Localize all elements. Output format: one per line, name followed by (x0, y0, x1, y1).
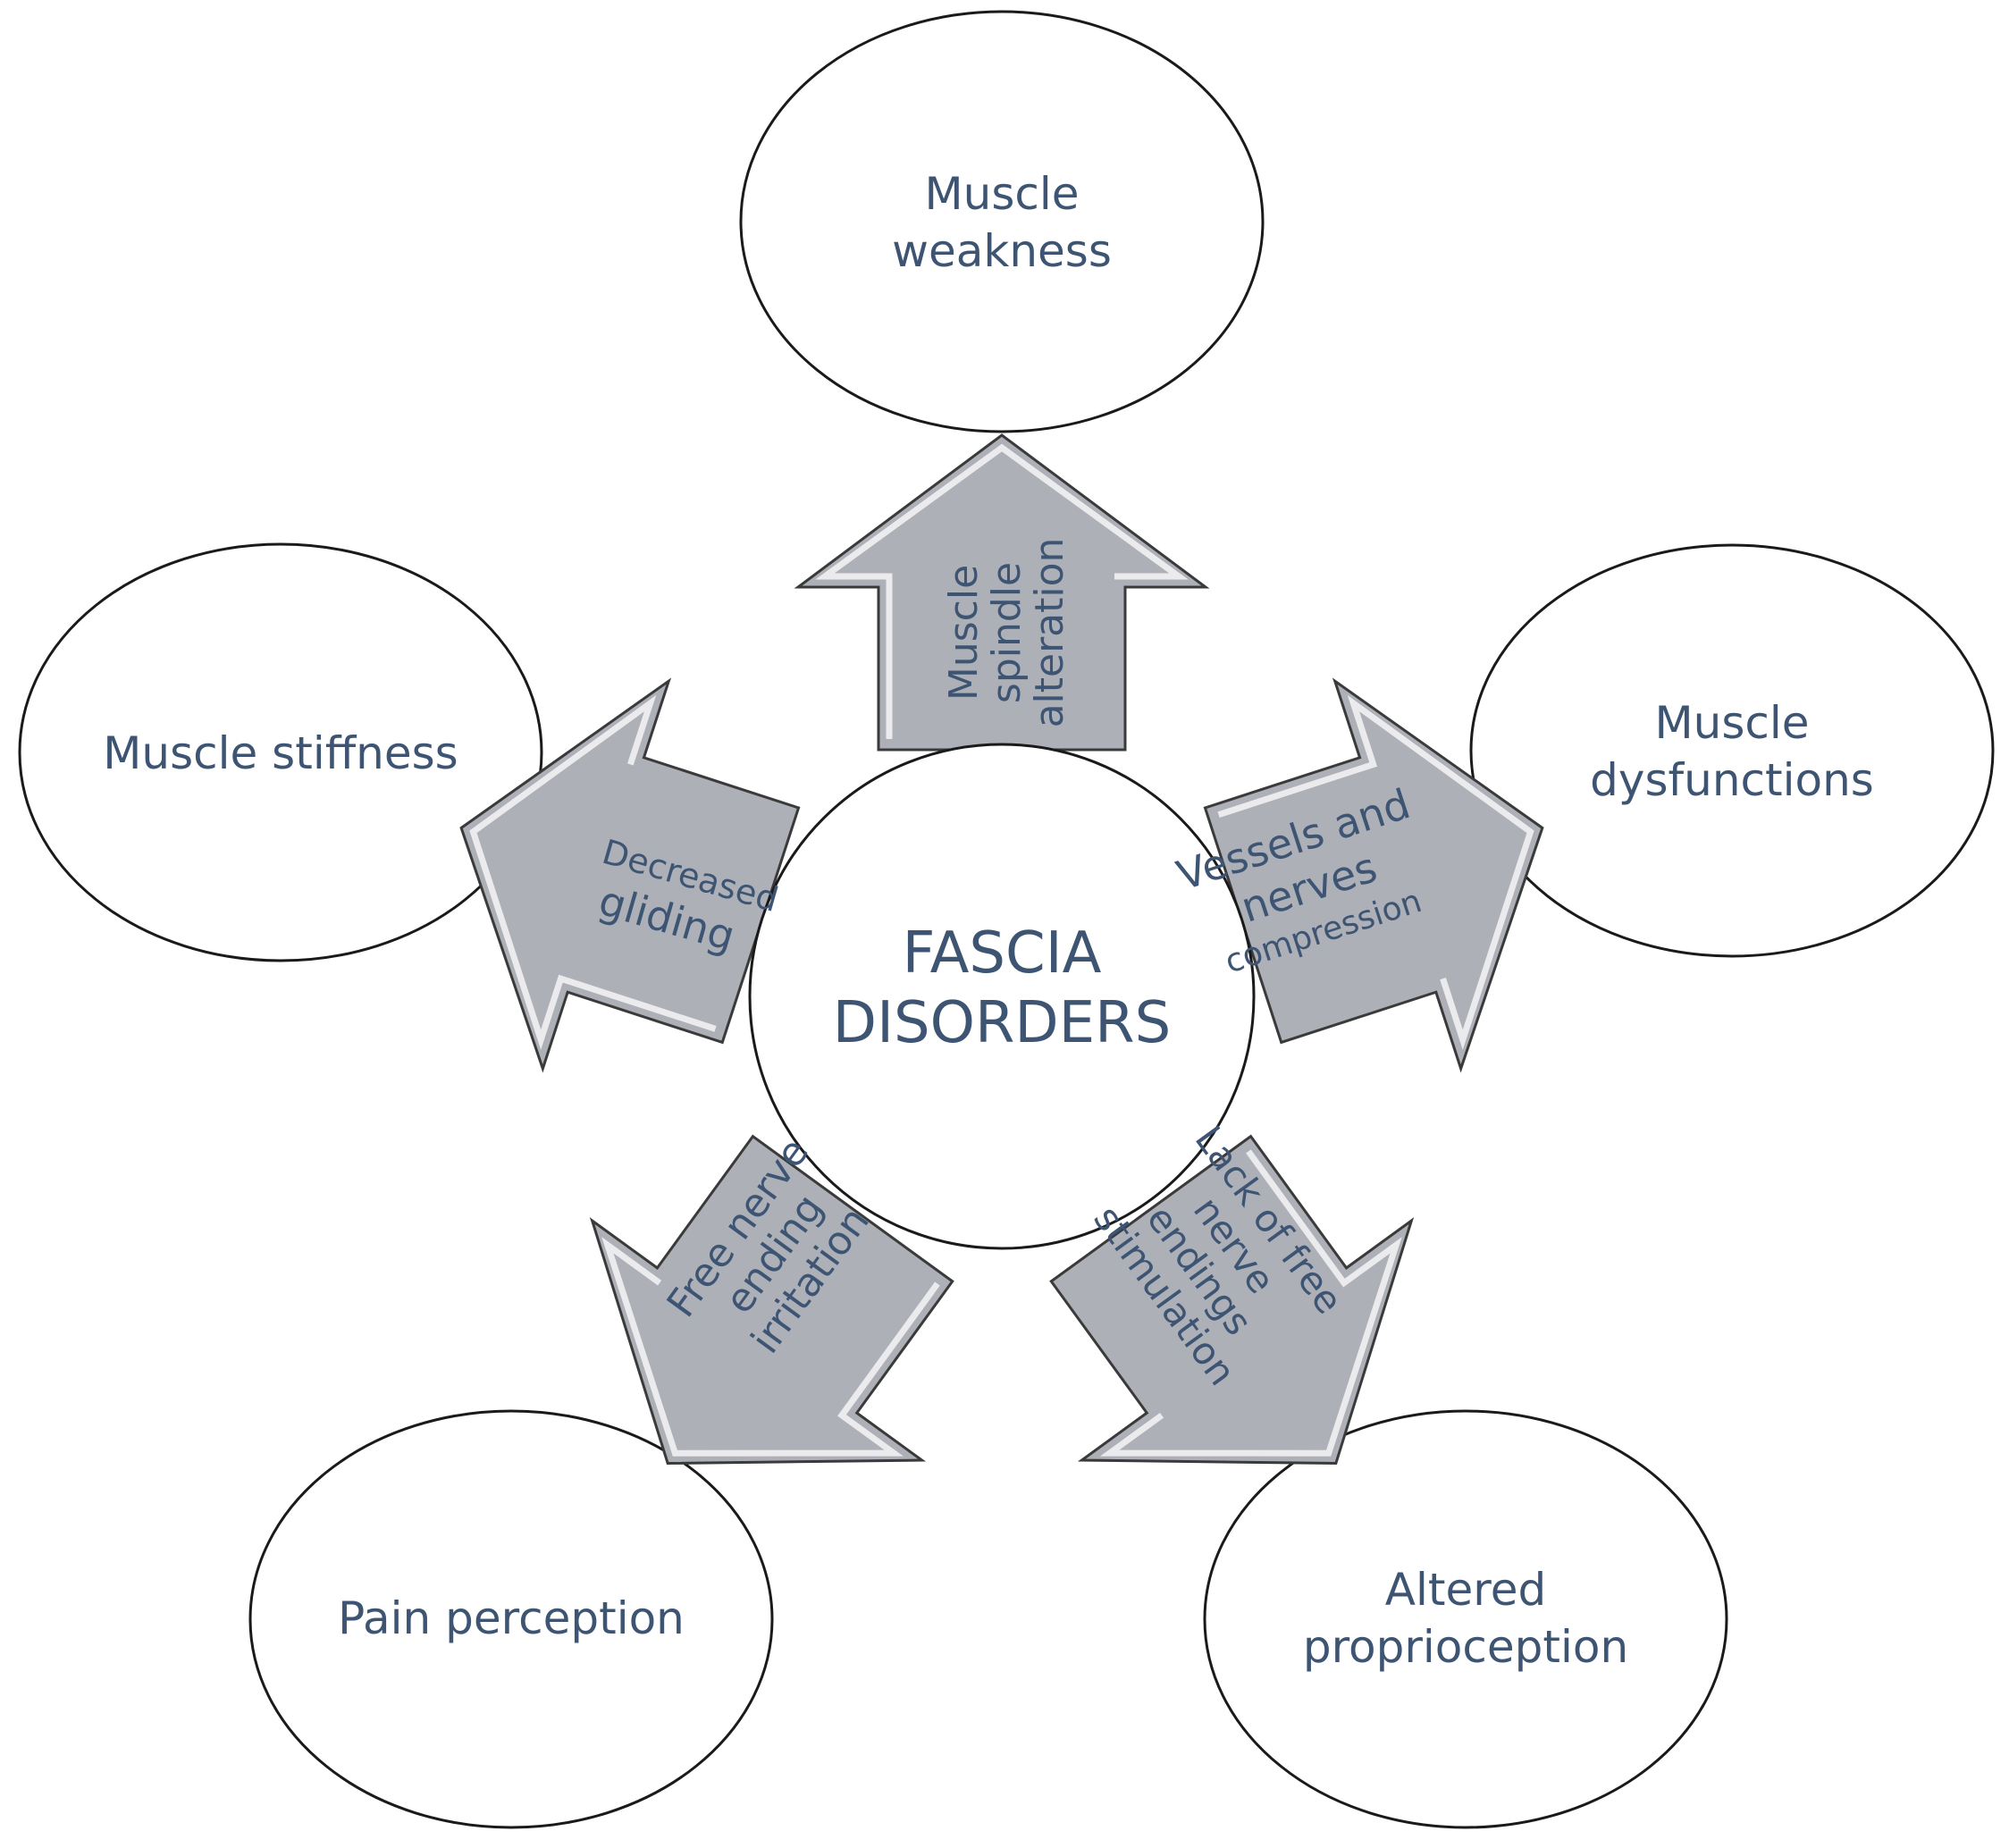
node-muscle-stiffness (18, 542, 543, 962)
center-title-line2: DISORDERS (833, 990, 1171, 1056)
altered-proprioception-line1: Altered (1385, 1564, 1546, 1616)
altered-proprioception-line2: proprioception (1303, 1621, 1628, 1673)
muscle-weakness-line1: Muscle (924, 168, 1079, 220)
center-title-line1: FASCIA (903, 920, 1102, 987)
muscle-dysfunctions-line1: Muscle (1654, 697, 1809, 749)
label-muscle-spindle: Muscle spindle alteration (941, 538, 1072, 728)
muscle-stiffness-label: Muscle stiffness (103, 727, 458, 779)
node-altered-proprioception (1203, 1409, 1728, 1829)
arrow-right-vessels-nerves (1203, 677, 1544, 1073)
svg-text:alteration: alteration (1027, 538, 1072, 728)
pain-perception-label: Pain perception (338, 1592, 685, 1644)
arrow-down-right-lack-free-nerve (1049, 1134, 1415, 1466)
arrow-left-decreased-gliding (459, 677, 801, 1073)
arrow-up-muscle-spindle (794, 433, 1210, 752)
node-muscle-dysfunctions (1469, 543, 1995, 958)
muscle-dysfunctions-line2: dysfunctions (1590, 754, 1874, 806)
center-circle (748, 743, 1256, 1250)
muscle-weakness-line2: weakness (892, 225, 1112, 277)
node-muscle-weakness (739, 10, 1265, 433)
svg-text:Muscle: Muscle (941, 565, 987, 701)
arrow-down-left-free-nerve (589, 1134, 954, 1466)
svg-text:spindle: spindle (984, 562, 1030, 703)
node-pain-perception (248, 1409, 774, 1829)
